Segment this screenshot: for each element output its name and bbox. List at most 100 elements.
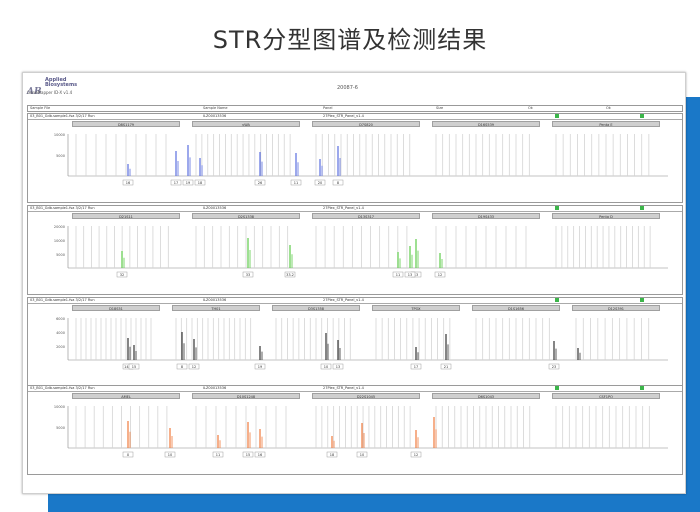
status-ok-icon xyxy=(640,298,644,302)
allele-call: 10 xyxy=(356,451,368,458)
y-tick-label: 6000 xyxy=(56,317,65,321)
allele-call-label: 10 xyxy=(168,453,172,457)
allele-call: 33 xyxy=(242,271,254,278)
applied-biosystems-logo: AB Applied Biosystems GeneMapper ID-X v1… xyxy=(27,78,77,98)
allele-call-label: 16 xyxy=(126,181,130,185)
allele-call-box xyxy=(170,179,182,186)
allele-call: 8 xyxy=(176,363,188,370)
allele-call: 15 xyxy=(128,363,140,370)
logo-subtitle: GeneMapper ID-X v1.4 xyxy=(27,90,73,95)
marker-label: Penta E xyxy=(552,121,660,127)
allele-call-box xyxy=(404,271,416,278)
decorative-blue-side-bar xyxy=(683,97,700,512)
y-tick-label: 5000 xyxy=(56,154,65,158)
allele-call-box xyxy=(116,271,128,278)
allele-call-label: 23 xyxy=(552,365,556,369)
marker-label: CSF1PO xyxy=(552,393,660,399)
allele-call-label: 12 xyxy=(414,453,418,457)
allele-call-label: 21 xyxy=(444,365,448,369)
y-tick-label: 10000 xyxy=(54,405,65,409)
allele-call-box xyxy=(254,451,266,458)
status-ok-icon xyxy=(640,206,644,210)
allele-call-label: 33.2 xyxy=(286,273,294,277)
marker-label: AMEL xyxy=(72,393,180,399)
header-cell: Ok xyxy=(606,106,611,110)
y-tick-label: 5000 xyxy=(56,426,65,430)
y-tick-label: 5000 xyxy=(56,253,65,257)
marker-label: D1S1656 xyxy=(472,305,560,311)
panel-name: 27Plex_STR_Panel_v1.4 xyxy=(323,386,364,390)
allele-call: 18 xyxy=(326,451,338,458)
dye-panel-3: 03_B01_Gdb.sample1.fsa 3/2/17 Run ILZ000… xyxy=(27,297,683,387)
allele-call-box xyxy=(122,451,134,458)
dye-panel-2: 03_B01_Gdb.sample1.fsa 3/2/17 Run ILZ000… xyxy=(27,205,683,295)
allele-call-label: 11 xyxy=(396,273,400,277)
allele-call-box xyxy=(182,179,194,186)
marker-label: D2S1338 xyxy=(192,213,300,219)
marker-label: D13S317 xyxy=(312,213,420,219)
allele-call: 17 xyxy=(170,179,182,186)
marker-label: D8S1179 xyxy=(72,121,180,127)
marker-label: D19S433 xyxy=(432,213,540,219)
header-cell: Panel xyxy=(323,106,333,110)
allele-call-box xyxy=(122,179,134,186)
allele-call-label: 26 xyxy=(258,181,262,185)
decorative-blue-bottom-bar xyxy=(48,493,700,512)
allele-call-label: 18 xyxy=(198,181,202,185)
allele-call-box xyxy=(254,179,266,186)
panel-header: 03_B01_Gdb.sample1.fsa 3/2/17 Run ILZ000… xyxy=(28,386,682,392)
sample-name: ILZ00013536 xyxy=(203,298,227,302)
dye-panel-1: 03_B01_Gdb.sample1.fsa 3/2/17 Run ILZ000… xyxy=(27,113,683,203)
allele-call-box xyxy=(194,179,206,186)
marker-label: D6S1043 xyxy=(432,393,540,399)
allele-call: 12 xyxy=(410,451,422,458)
allele-call: 16 xyxy=(254,451,266,458)
allele-call-box xyxy=(212,451,224,458)
sample-file: 03_B01_Gdb.sample1.fsa 3/2/17 Run xyxy=(30,114,95,118)
sample-file: 03_B01_Gdb.sample1.fsa 3/2/17 Run xyxy=(30,386,95,390)
status-ok-icon xyxy=(555,386,559,390)
panel-name: 27Plex_STR_Panel_v1.4 xyxy=(323,206,364,210)
allele-call-box xyxy=(320,363,332,370)
allele-call-label: 13 xyxy=(336,365,340,369)
marker-label: TPOX xyxy=(372,305,460,311)
y-tick-label: 10000 xyxy=(54,133,65,137)
logo-mark: AB xyxy=(27,87,42,97)
status-ok-icon xyxy=(555,298,559,302)
marker-label: D16S539 xyxy=(432,121,540,127)
allele-call-box xyxy=(164,451,176,458)
dye-panel-4: 03_B01_Gdb.sample1.fsa 3/2/17 Run ILZ000… xyxy=(27,385,683,475)
allele-call-label: 10 xyxy=(360,453,364,457)
header-cell: Sample File xyxy=(30,106,51,110)
header-cell: Sample Name xyxy=(203,106,228,110)
allele-call-label: 8 xyxy=(337,181,339,185)
y-tick-label: 10000 xyxy=(54,239,65,243)
allele-call: 13 xyxy=(404,271,416,278)
allele-call: 10 xyxy=(164,451,176,458)
allele-call: 18 xyxy=(194,179,206,186)
allele-call-label: 11 xyxy=(294,181,298,185)
allele-call-label: 19 xyxy=(186,181,190,185)
allele-call: 11 xyxy=(392,271,404,278)
allele-call-box xyxy=(326,451,338,458)
allele-call-label: 14.2 xyxy=(124,365,132,369)
marker-label: D18S51 xyxy=(72,305,160,311)
allele-call: 20 xyxy=(314,179,326,186)
status-ok-icon xyxy=(555,206,559,210)
allele-call-box xyxy=(128,363,140,370)
allele-call: 23 xyxy=(548,363,560,370)
allele-call-label: 15 xyxy=(246,453,250,457)
allele-call-label: 17 xyxy=(174,181,178,185)
y-tick-label: 4000 xyxy=(56,331,65,335)
allele-call: 15 xyxy=(242,451,254,458)
sample-file: 03_B01_Gdb.sample1.fsa 3/2/17 Run xyxy=(30,298,95,302)
status-ok-icon xyxy=(640,114,644,118)
panel-header: 03_B01_Gdb.sample1.fsa 3/2/17 Run ILZ000… xyxy=(28,114,682,120)
allele-call-box xyxy=(410,451,422,458)
allele-call-label: 8 xyxy=(181,365,183,369)
allele-call-label: 12 xyxy=(438,273,442,277)
marker-label: Penta D xyxy=(552,213,660,219)
allele-call-label: 15 xyxy=(132,365,136,369)
